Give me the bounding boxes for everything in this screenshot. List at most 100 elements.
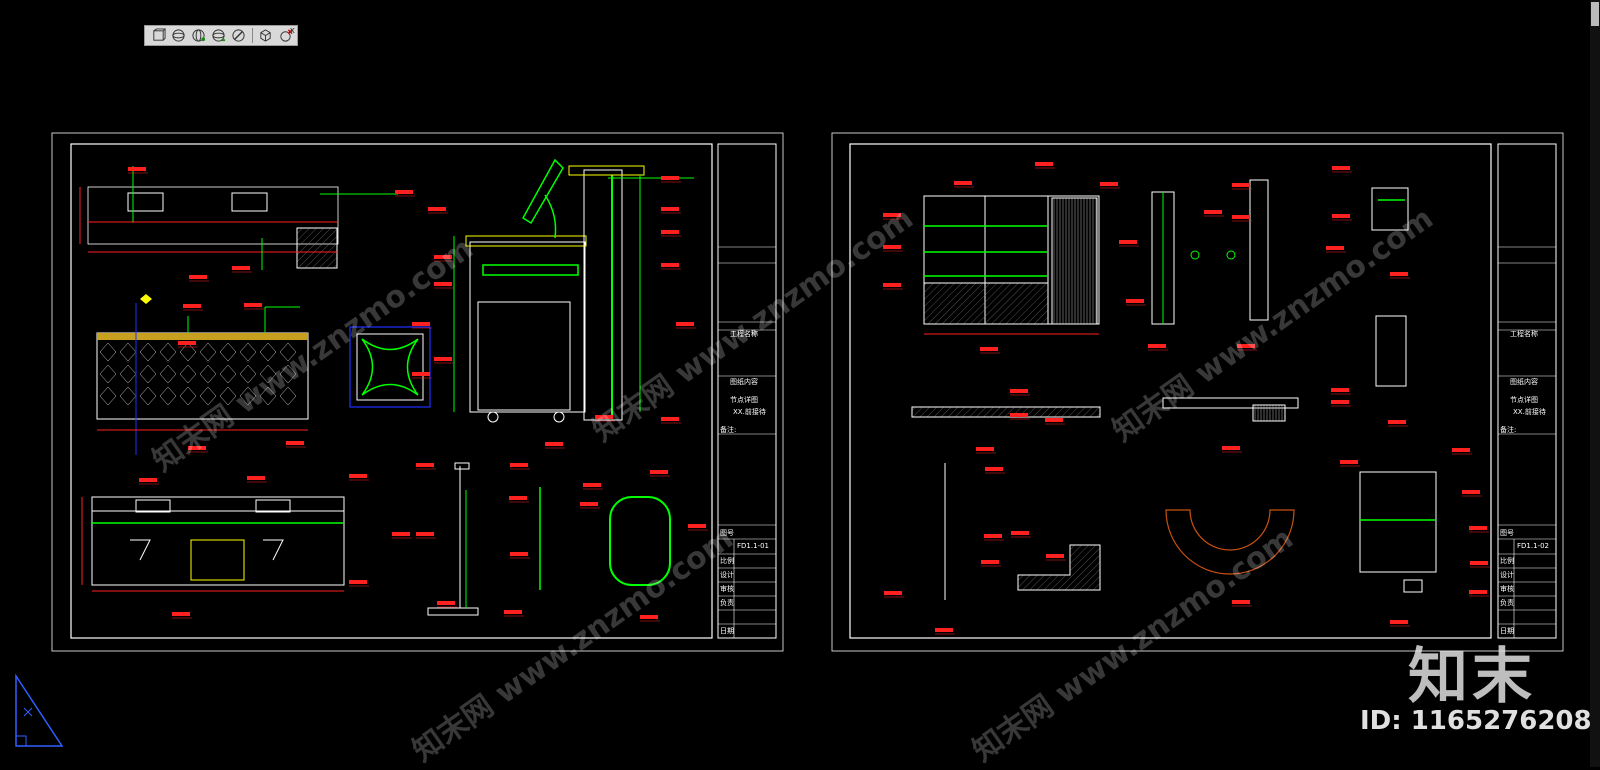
lattice-motif — [219, 386, 237, 406]
lattice-motif — [219, 364, 237, 384]
dimension-tag — [434, 255, 452, 259]
dimension-tag — [1119, 240, 1137, 244]
scrollbar-thumb[interactable] — [1591, 2, 1599, 26]
resource-id: ID: 1165276208 — [1360, 706, 1592, 736]
dimension-tag — [1232, 600, 1250, 604]
dimension-tag — [984, 534, 1002, 538]
dimension-tag — [1010, 413, 1028, 417]
dimension-tag — [1469, 590, 1487, 594]
dimension-tag — [510, 463, 528, 467]
title-rows-left: 比例 设计 审核 负责 日期 — [720, 556, 734, 635]
dimension-tag — [416, 532, 434, 536]
desk-elevation — [81, 496, 345, 592]
dimension-tag — [688, 524, 706, 528]
dimension-tag — [437, 601, 455, 605]
title-row: 负责 — [720, 598, 734, 607]
dimension-tag — [640, 615, 658, 619]
dimension-tag — [189, 275, 207, 279]
toolbar-close-icon[interactable]: x — [289, 26, 295, 36]
sheet-right: 工程名称 图纸内容 节点详图 XX.前接待 备注: 图号 FD1.1-02 比例… — [831, 132, 1564, 652]
title-row: 审核 — [1500, 584, 1514, 593]
lattice-motif — [139, 386, 157, 406]
dimension-tag — [395, 190, 413, 194]
lattice-motif — [99, 342, 117, 362]
lattice-motif — [279, 386, 297, 406]
lattice-motif — [139, 342, 157, 362]
title-row: 日期 — [1500, 627, 1514, 635]
section-details — [427, 462, 671, 616]
dimension-tag — [884, 591, 902, 595]
free-orbit-icon[interactable] — [189, 26, 208, 45]
title-notes-label: 备注: — [720, 425, 736, 434]
title-sub-value: XX.前接待 — [1513, 407, 1546, 416]
reception-section — [453, 158, 694, 423]
dimension-tag — [661, 230, 679, 234]
dimension-tag — [661, 417, 679, 421]
dimension-tag — [1232, 183, 1250, 187]
dimension-tag — [1100, 182, 1118, 186]
dimension-tag — [412, 322, 430, 326]
brand-logo: 知末 — [1408, 642, 1536, 712]
dimension-tag — [188, 446, 206, 450]
dimension-tag — [1469, 526, 1487, 530]
title-row: 设计 — [1500, 570, 1514, 579]
title-project-label: 工程名称 — [1510, 329, 1538, 338]
dimension-labels — [883, 162, 1490, 635]
title-number-value: FD1.1-02 — [1517, 542, 1549, 550]
title-row: 日期 — [720, 627, 734, 635]
dimension-tag — [545, 442, 563, 446]
lattice-motif — [179, 386, 197, 406]
horizontal-sections — [911, 397, 1437, 600]
lattice-motif — [199, 386, 217, 406]
dimension-tag — [1126, 299, 1144, 303]
back-wall-elevation — [923, 195, 1100, 335]
dimension-tag — [1045, 418, 1063, 422]
orbit-icon[interactable] — [169, 26, 188, 45]
dimension-tag — [392, 532, 410, 536]
lattice-motif — [119, 386, 137, 406]
lattice-motif — [139, 364, 157, 384]
dimension-tag — [1390, 272, 1408, 276]
dimension-tag — [1148, 344, 1166, 348]
swivel-icon[interactable] — [276, 26, 295, 45]
title-content-label: 图纸内容 — [730, 377, 758, 386]
dimension-tag — [1332, 166, 1350, 170]
dimension-tag — [286, 441, 304, 445]
view-cube-icon[interactable] — [149, 26, 168, 45]
dimension-tag — [883, 283, 901, 287]
ucs-icon — [15, 673, 64, 747]
dimension-tag — [1332, 214, 1350, 218]
dimension-tag — [247, 476, 265, 480]
lattice-motif — [259, 386, 277, 406]
title-sub-value: XX.前接待 — [733, 407, 766, 416]
dimension-tag — [980, 347, 998, 351]
vertical-sections — [1151, 179, 1409, 387]
title-row: 比例 — [1500, 556, 1514, 565]
dimension-tag — [935, 628, 953, 632]
dimension-tag — [583, 483, 601, 487]
panel-elevation — [96, 294, 309, 455]
dimension-tag — [178, 341, 196, 345]
dimension-tag — [416, 463, 434, 467]
lattice-motif — [279, 342, 297, 362]
lattice-motif — [259, 342, 277, 362]
orbit-toolbar: x — [144, 25, 298, 46]
dimension-tag — [412, 372, 430, 376]
lattice-motif — [239, 364, 257, 384]
box-view-icon[interactable] — [256, 26, 275, 45]
dimension-tag — [1232, 215, 1250, 219]
dimension-tag — [985, 467, 1003, 471]
dimension-tag — [1035, 162, 1053, 166]
dimension-tag — [172, 612, 190, 616]
dimension-tag — [661, 176, 679, 180]
continuous-orbit-icon[interactable] — [209, 26, 228, 45]
dimension-tag — [981, 560, 999, 564]
dimension-tag — [1452, 448, 1470, 452]
dimension-tag — [428, 207, 446, 211]
dimension-tag — [1388, 420, 1406, 424]
vertical-scrollbar[interactable] — [1590, 0, 1600, 767]
dimension-tag — [883, 245, 901, 249]
dimension-tag — [509, 496, 527, 500]
adjust-distance-icon[interactable] — [229, 26, 248, 45]
